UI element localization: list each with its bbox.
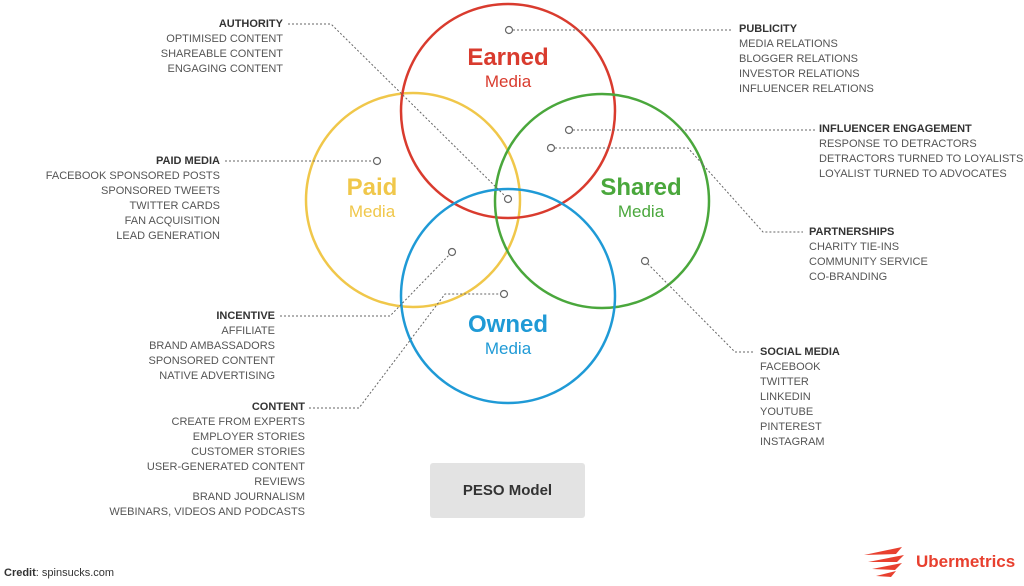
dot-publicity <box>504 25 514 35</box>
peso-model-label: PESO Model <box>430 463 585 518</box>
dot-paid-media <box>372 156 382 166</box>
list-item: USER-GENERATED CONTENT <box>146 461 305 473</box>
list-item: YOUTUBE <box>760 406 814 418</box>
incentive-block: INCENTIVE AFFILIATE BRAND AMBASSADORS SPONS… <box>148 309 275 384</box>
connector-lines <box>225 23 815 409</box>
connector-social-media <box>644 260 755 353</box>
list-item: INVESTOR RELATIONS <box>739 68 860 80</box>
social-media-block: SOCIAL MEDIA FACEBOOK TWITTER LINKEDIN YOUTU… <box>760 345 840 450</box>
earned-title: Earned <box>467 44 549 71</box>
paid-media-block: PAID MEDIA FACEBOOK SPONSORED POSTS SPONSO… <box>46 154 220 244</box>
list-item: FACEBOOK <box>760 361 821 373</box>
credit-text: Credit: spinsucks.com <box>4 567 114 579</box>
list-item: SHAREABLE CONTENT <box>160 48 283 60</box>
list-item: INSTAGRAM <box>760 436 825 448</box>
connector-authority <box>288 23 509 200</box>
paid-subtitle: Media <box>348 202 396 221</box>
list-item: BLOGGER RELATIONS <box>739 53 858 65</box>
owned-title: Owned <box>467 311 548 338</box>
content-block: CONTENT CREATE FROM EXPERTS EMPLOYER STORI… <box>109 400 305 520</box>
publicity-title: PUBLICITY <box>739 23 798 35</box>
list-item: TWITTER <box>760 376 809 388</box>
list-item: AFFILIATE <box>221 325 275 337</box>
list-item: RESPONSE TO DETRACTORS <box>819 138 977 150</box>
authority-block: AUTHORITY OPTIMISED CONTENT SHAREABLE CONT… <box>161 17 283 77</box>
list-item: CREATE FROM EXPERTS <box>171 416 305 428</box>
paid-media-title: PAID MEDIA <box>156 155 220 167</box>
connector-incentive <box>280 251 453 317</box>
influencer-title: INFLUENCER ENGAGEMENT <box>819 123 972 135</box>
credit-label: Credit <box>4 567 36 579</box>
influencer-block: INFLUENCER ENGAGEMENT RESPONSE TO DETRACT… <box>819 122 1023 182</box>
list-item: TWITTER CARDS <box>129 200 220 212</box>
list-item: WEBINARS, VIDEOS AND PODCASTS <box>109 506 305 518</box>
brand-name: Ubermetrics <box>916 552 1016 571</box>
partnerships-title: PARTNERSHIPS <box>809 226 895 238</box>
dot-content <box>499 289 509 299</box>
shared-title: Shared <box>600 174 682 201</box>
owned-subtitle: Media <box>484 339 532 358</box>
list-item: FAN ACQUISITION <box>124 215 220 227</box>
earned-circle <box>399 2 617 220</box>
connector-partnerships <box>551 147 803 233</box>
list-item: NATIVE ADVERTISING <box>159 370 275 382</box>
incentive-title: INCENTIVE <box>216 310 275 322</box>
shared-subtitle: Media <box>617 202 665 221</box>
list-item: SPONSORED CONTENT <box>148 355 275 367</box>
list-item: EMPLOYER STORIES <box>192 431 305 443</box>
list-item: DETRACTORS TURNED TO LOYALISTS <box>819 153 1024 165</box>
list-item: COMMUNITY SERVICE <box>809 256 928 268</box>
list-item: REVIEWS <box>254 476 305 488</box>
list-item: SPONSORED TWEETS <box>101 185 220 197</box>
dot-social-media <box>640 256 650 266</box>
connector-content <box>309 293 504 409</box>
owned-circle <box>399 187 617 405</box>
list-item: LOYALIST TURNED TO ADVOCATES <box>819 168 1007 180</box>
social-media-title: SOCIAL MEDIA <box>760 346 840 358</box>
paid-circle <box>304 91 522 309</box>
list-item: ENGAGING CONTENT <box>167 63 283 75</box>
dot-influencer <box>564 125 574 135</box>
earned-subtitle: Media <box>484 72 532 91</box>
list-item: LEAD GENERATION <box>116 230 220 242</box>
list-item: LINKEDIN <box>760 391 811 403</box>
owned-label: Owned Media <box>448 311 568 359</box>
authority-title: AUTHORITY <box>218 18 283 30</box>
list-item: CUSTOMER STORIES <box>191 446 305 458</box>
dot-incentive <box>447 247 457 257</box>
shared-circle <box>493 92 711 310</box>
list-item: BRAND JOURNALISM <box>192 491 305 503</box>
content-title: CONTENT <box>251 401 305 413</box>
paid-title: Paid <box>346 174 398 201</box>
credit-source: : spinsucks.com <box>35 567 115 579</box>
dot-authority <box>503 194 513 204</box>
publicity-block: PUBLICITY MEDIA RELATIONS BLOGGER RELATION… <box>739 22 874 97</box>
list-item: MEDIA RELATIONS <box>739 38 838 50</box>
dot-partnerships <box>546 143 556 153</box>
list-item: CO-BRANDING <box>809 271 888 283</box>
list-item: FACEBOOK SPONSORED POSTS <box>45 170 220 182</box>
list-item: BRAND AMBASSADORS <box>149 340 275 352</box>
list-item: PINTEREST <box>760 421 822 433</box>
earned-label: Earned Media <box>448 44 568 92</box>
ubermetrics-wing-logo-icon <box>864 547 904 577</box>
list-item: OPTIMISED CONTENT <box>166 33 283 45</box>
list-item: INFLUENCER RELATIONS <box>739 83 874 95</box>
list-item: CHARITY TIE-INS <box>809 241 900 253</box>
paid-label: Paid Media <box>312 174 432 222</box>
connector-dots <box>372 25 650 299</box>
shared-label: Shared Media <box>581 174 701 222</box>
partnerships-block: PARTNERSHIPS CHARITY TIE-INS COMMUNITY SER… <box>809 225 928 285</box>
brand-logo: Ubermetrics <box>862 545 1015 579</box>
